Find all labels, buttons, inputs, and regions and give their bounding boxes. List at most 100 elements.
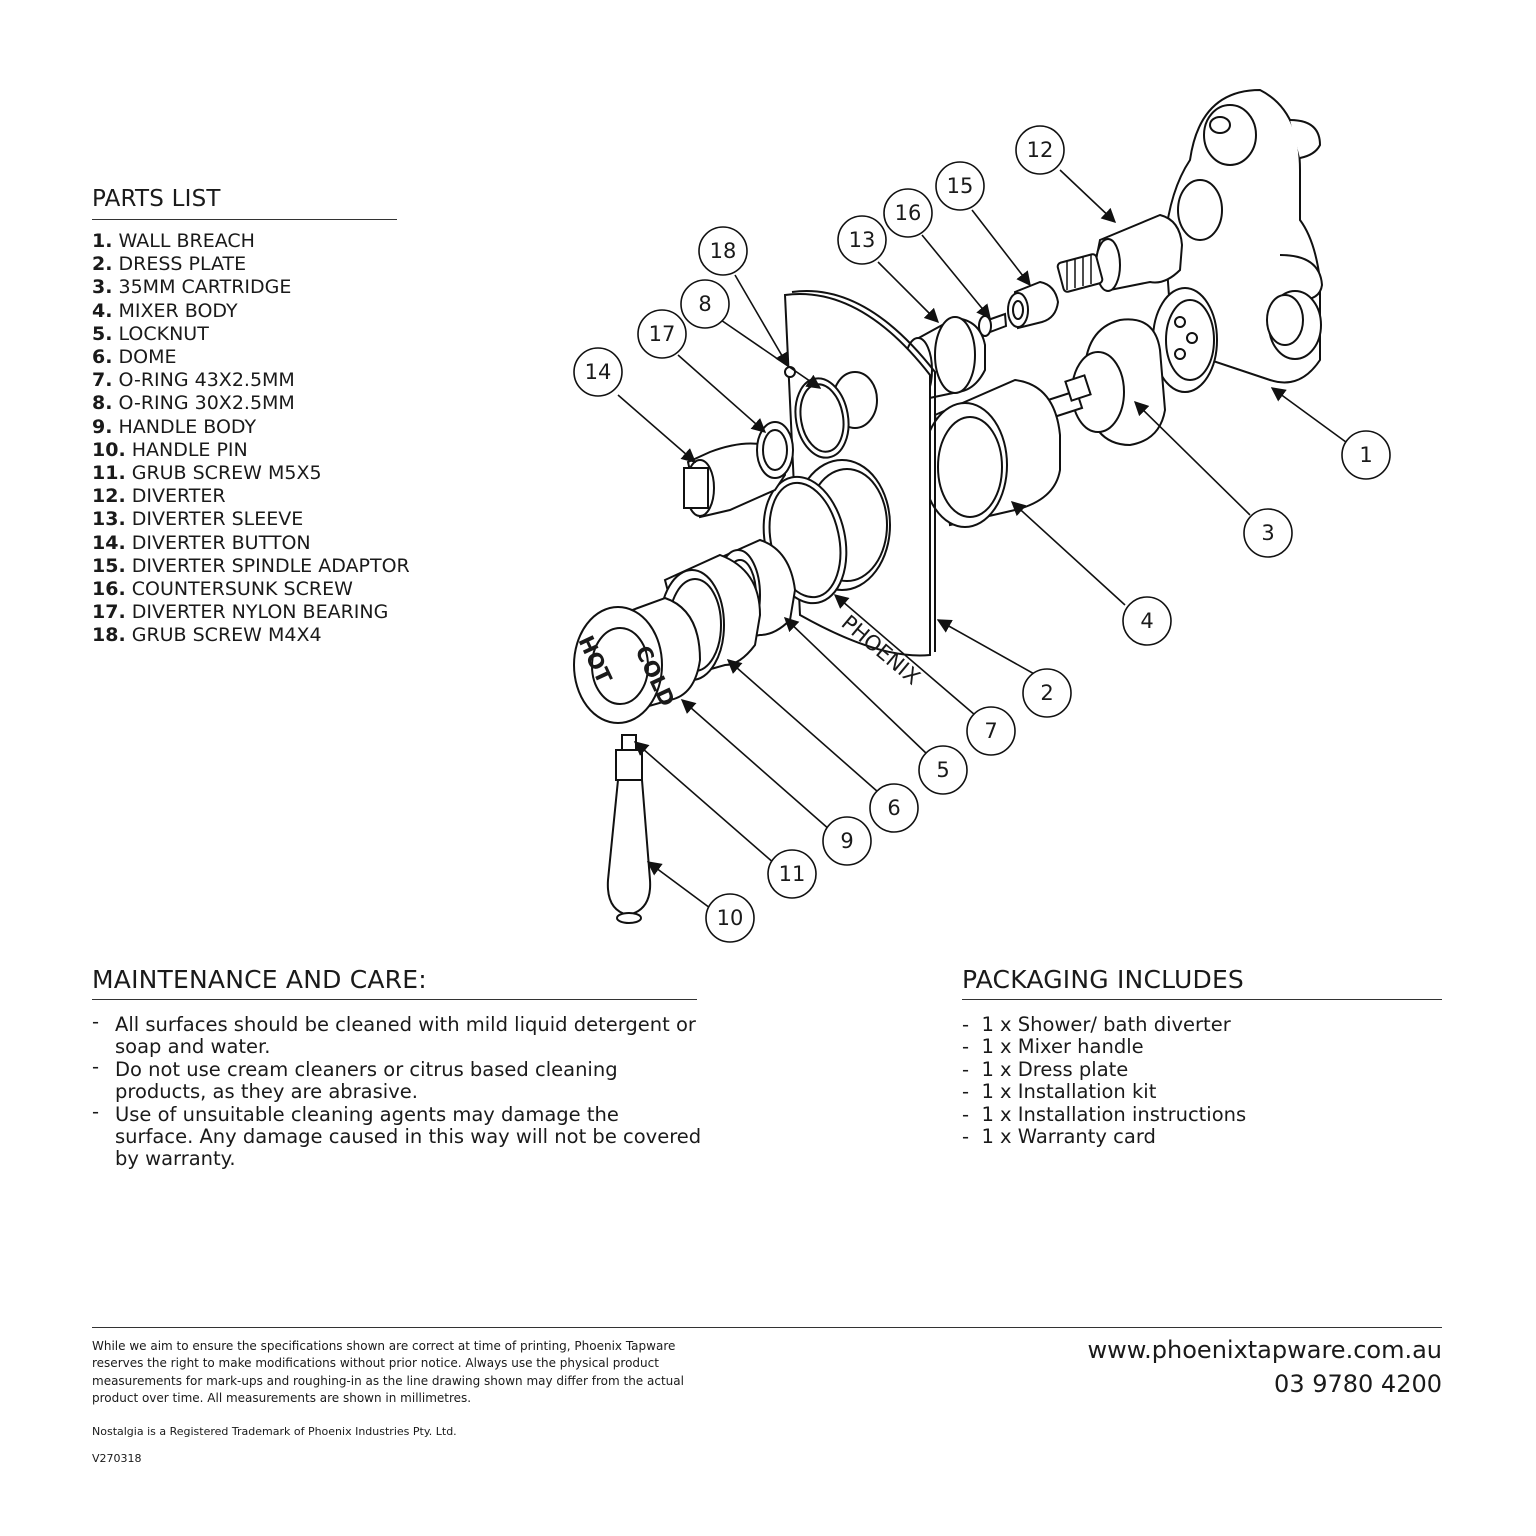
parts-list: 1. WALL BREACH 2. DRESS PLATE 3. 35MM CA…	[92, 230, 410, 648]
part-number: 16.	[92, 578, 126, 601]
parts-list-item: 6. DOME	[92, 346, 410, 369]
packaging-title: PACKAGING INCLUDES	[962, 965, 1245, 994]
part-number: 7.	[92, 369, 113, 392]
callout-5: 5	[918, 745, 968, 795]
diverter-spindle-adaptor-part	[1007, 280, 1060, 330]
part-label: O-RING 43X2.5MM	[118, 369, 295, 392]
svg-text:6: 6	[887, 796, 900, 820]
part-number: 9.	[92, 415, 113, 438]
packaging-item: 1 x Installation kit	[962, 1080, 1246, 1103]
svg-text:12: 12	[1027, 138, 1054, 162]
svg-text:14: 14	[585, 360, 612, 384]
svg-text:1: 1	[1359, 443, 1372, 467]
svg-text:4: 4	[1140, 609, 1153, 633]
parts-list-divider	[92, 219, 397, 220]
parts-list-item: 9. HANDLE BODY	[92, 416, 410, 439]
maintenance-title: MAINTENANCE AND CARE:	[92, 965, 427, 994]
svg-text:17: 17	[649, 322, 676, 346]
mixer-body-part	[922, 378, 1061, 528]
packaging-item: 1 x Warranty card	[962, 1125, 1246, 1148]
part-label: LOCKNUT	[118, 322, 209, 345]
part-label: O-RING 30X2.5MM	[118, 392, 295, 415]
callout-14: 14	[573, 347, 623, 397]
footer-divider	[92, 1327, 1442, 1328]
part-number: 1.	[92, 230, 113, 252]
parts-list-item: 16. COUNTERSUNK SCREW	[92, 578, 410, 601]
callout-11: 11	[767, 849, 817, 899]
callout-4: 4	[1122, 596, 1172, 646]
parts-list-item: 17. DIVERTER NYLON BEARING	[92, 601, 410, 624]
handle-pin-part	[606, 734, 652, 924]
packaging-divider	[962, 999, 1442, 1000]
svg-text:2: 2	[1040, 681, 1053, 705]
part-label: WALL BREACH	[118, 230, 255, 252]
part-number: 5.	[92, 322, 113, 345]
part-number: 4.	[92, 299, 113, 322]
callout-1: 1	[1341, 430, 1391, 480]
handle-body-part: HOT COLD	[573, 596, 702, 724]
parts-list-item: 7. O-RING 43X2.5MM	[92, 369, 410, 392]
parts-list-item: 18. GRUB SCREW M4X4	[92, 624, 410, 647]
parts-list-item: 2. DRESS PLATE	[92, 253, 410, 276]
parts-list-title: PARTS LIST	[92, 186, 221, 212]
maintenance-item: Use of unsuitable cleaning agents may da…	[92, 1101, 702, 1171]
part-label: HANDLE BODY	[118, 415, 257, 438]
parts-list-item: 13. DIVERTER SLEEVE	[92, 508, 410, 531]
svg-text:8: 8	[698, 292, 711, 316]
callout-12: 12	[1015, 125, 1065, 175]
part-label: DIVERTER SPINDLE ADAPTOR	[131, 554, 410, 577]
maintenance-item: Do not use cream cleaners or citrus base…	[92, 1056, 702, 1104]
parts-list-item: 15. DIVERTER SPINDLE ADAPTOR	[92, 555, 410, 578]
o-ring-30-part	[794, 377, 850, 459]
cartridge-part	[1046, 318, 1167, 447]
callout-3: 3	[1243, 508, 1293, 558]
packaging-list: 1 x Shower/ bath diverter 1 x Mixer hand…	[962, 1013, 1246, 1148]
part-label: DIVERTER BUTTON	[131, 531, 311, 554]
part-label: GRUB SCREW M4X4	[131, 624, 322, 647]
svg-text:10: 10	[717, 906, 744, 930]
parts-list-item: 3. 35MM CARTRIDGE	[92, 276, 410, 299]
parts-list-item: 1. WALL BREACH	[92, 230, 410, 253]
part-number: 2.	[92, 253, 113, 276]
grub-screw-m4-part	[784, 366, 796, 378]
callout-7: 7	[966, 706, 1016, 756]
part-number: 6.	[92, 346, 113, 369]
part-label: HANDLE PIN	[131, 438, 248, 461]
parts-list-item: 8. O-RING 30X2.5MM	[92, 392, 410, 415]
part-label: GRUB SCREW M5X5	[131, 462, 322, 485]
part-number: 8.	[92, 392, 113, 415]
diverter-nylon-bearing-part	[756, 421, 794, 479]
callout-6: 6	[869, 783, 919, 833]
packaging-item: 1 x Installation instructions	[962, 1103, 1246, 1126]
packaging-item: 1 x Mixer handle	[962, 1035, 1246, 1058]
part-label: DIVERTER SLEEVE	[131, 508, 304, 531]
diverter-part	[1056, 213, 1184, 293]
svg-text:5: 5	[936, 758, 949, 782]
phone-number: 03 9780 4200	[1274, 1370, 1442, 1398]
maintenance-item: All surfaces should be cleaned with mild…	[92, 1011, 702, 1059]
svg-text:13: 13	[849, 228, 876, 252]
disclaimer-text: While we aim to ensure the specification…	[92, 1339, 684, 1406]
callout-15: 15	[935, 161, 985, 211]
svg-text:11: 11	[779, 862, 806, 886]
part-label: COUNTERSUNK SCREW	[131, 578, 353, 601]
part-label: DRESS PLATE	[118, 253, 247, 276]
svg-text:16: 16	[895, 201, 922, 225]
exploded-parts-diagram: PHOENIX HOT COLD	[573, 88, 1391, 943]
website-link[interactable]: www.phoenixtapware.com.au	[1087, 1336, 1442, 1364]
parts-list-item: 10. HANDLE PIN	[92, 439, 410, 462]
parts-list-item: 4. MIXER BODY	[92, 300, 410, 323]
part-number: 14.	[92, 531, 126, 554]
part-number: 17.	[92, 601, 126, 624]
parts-list-item: 5. LOCKNUT	[92, 323, 410, 346]
part-number: 15.	[92, 554, 126, 577]
callout-10: 10	[705, 893, 755, 943]
parts-list-item: 14. DIVERTER BUTTON	[92, 532, 410, 555]
maintenance-list: All surfaces should be cleaned with mild…	[92, 1011, 702, 1171]
part-number: 18.	[92, 624, 126, 647]
svg-text:9: 9	[840, 829, 853, 853]
part-number: 10.	[92, 438, 126, 461]
packaging-item: 1 x Dress plate	[962, 1058, 1246, 1081]
part-label: DIVERTER NYLON BEARING	[131, 601, 389, 624]
callout-16: 16	[883, 188, 933, 238]
